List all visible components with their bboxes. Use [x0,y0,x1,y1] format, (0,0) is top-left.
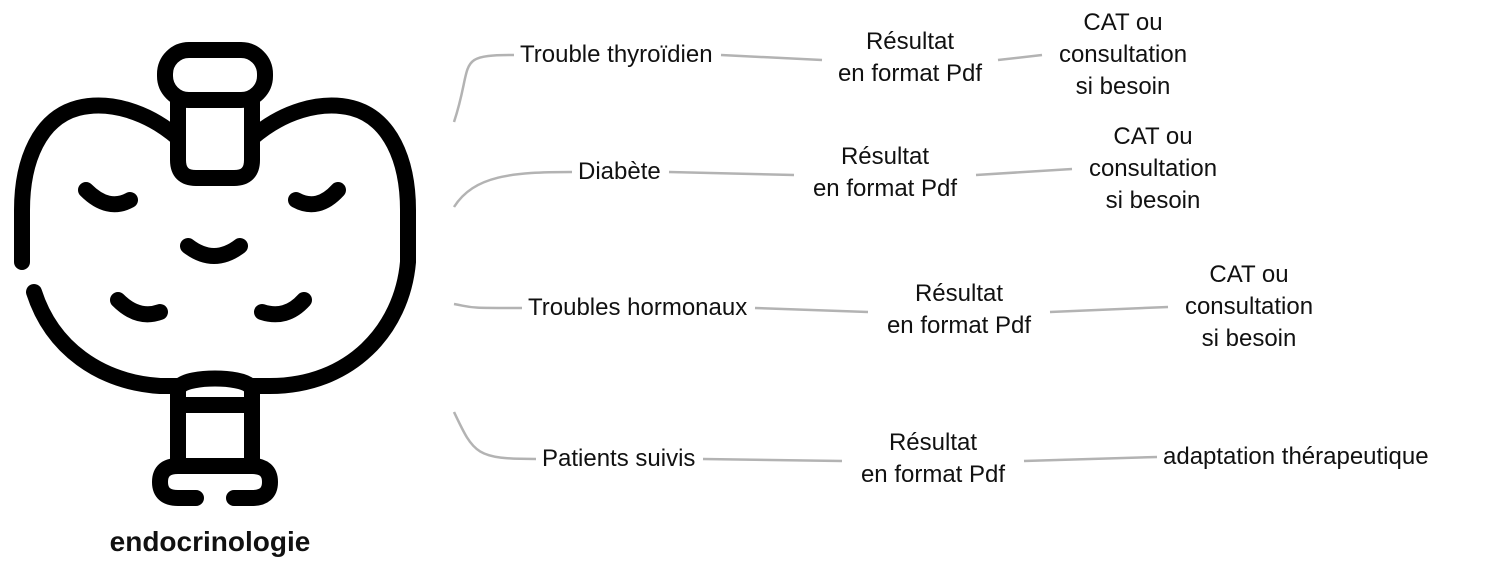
result-node: Résultat en format Pdf [837,28,983,87]
result-action-connector [975,167,1073,177]
connector-lines [452,53,1169,463]
result-action-connector [1023,455,1158,463]
result-node: Résultat en format Pdf [812,143,958,202]
hub-connector [452,170,573,208]
action-node: adaptation thérapeutique [1163,443,1429,470]
result-action-connector [1049,305,1169,314]
thyroid-icon [14,42,416,506]
hub-connector [452,411,537,461]
topic-result-connector [668,170,795,177]
topic-diabete: Diabète [578,158,661,185]
action-node: CAT ou consultation si besoin [1184,261,1314,352]
topic-result-connector [702,457,843,463]
center-label: endocrinologie [109,526,311,557]
hub-connector [452,53,515,123]
hub-connector [453,302,523,310]
result-action-connector [997,53,1043,62]
action-node: CAT ou consultation si besoin [1088,123,1218,214]
topic-result-connector [720,53,823,62]
result-node: Résultat en format Pdf [886,280,1032,339]
result-node: Résultat en format Pdf [860,429,1006,488]
action-node: CAT ou consultation si besoin [1058,9,1188,100]
topic-troubles-hormonaux: Troubles hormonaux [528,294,748,321]
topic-result-connector [754,306,869,314]
topic-trouble-thyroidien: Trouble thyroïdien [520,41,713,68]
topic-patients-suivis: Patients suivis [542,445,696,472]
